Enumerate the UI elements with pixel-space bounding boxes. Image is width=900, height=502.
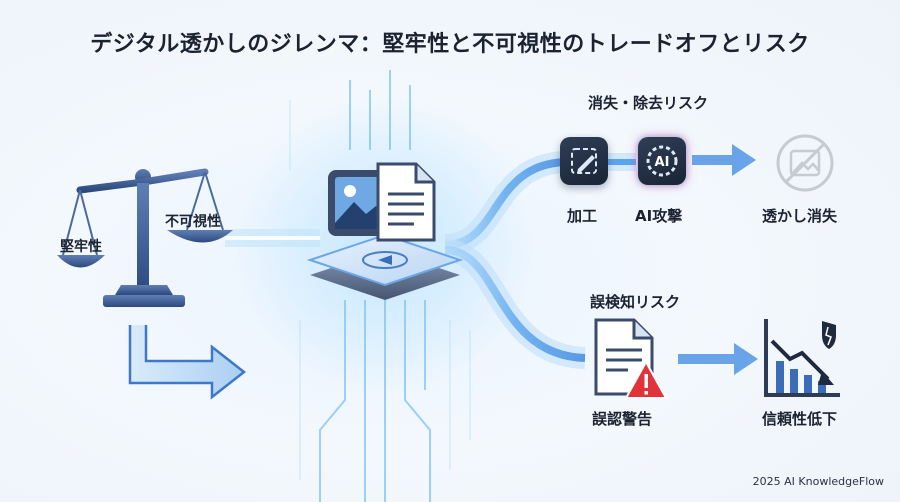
page-title: デジタル透かしのジレンマ：堅牢性と不可視性のトレードオフとリスク bbox=[90, 32, 810, 57]
arrow-right-icon bbox=[678, 343, 758, 375]
edit-icon bbox=[560, 137, 608, 185]
step-trust-decline-label: 信頼性低下 bbox=[762, 410, 838, 428]
step-edit-label: 加工 bbox=[567, 207, 598, 225]
footer-credit: 2025 AI KnowledgeFlow bbox=[752, 475, 884, 488]
platform-icon bbox=[306, 233, 464, 300]
false-detection-risk-heading: 誤検知リスク bbox=[590, 293, 681, 311]
step-ai-attack-label: AI攻撃 bbox=[635, 207, 683, 225]
scale-right-label: 不可視性 bbox=[165, 214, 221, 230]
document-warning-icon bbox=[594, 318, 668, 399]
turn-arrow-icon bbox=[128, 325, 247, 400]
ai-chip-icon: AI bbox=[638, 137, 686, 185]
balance-scale-icon bbox=[57, 168, 233, 307]
document-icon bbox=[376, 162, 436, 242]
scale-left-label: 堅牢性 bbox=[60, 239, 102, 255]
arrow-right-icon bbox=[692, 144, 756, 176]
ai-badge-text: AI bbox=[655, 155, 670, 170]
decline-chart-icon bbox=[764, 319, 840, 397]
step-watermark-lost-label: 透かし消失 bbox=[762, 207, 838, 225]
image-removed-icon bbox=[776, 134, 834, 192]
removal-risk-heading: 消失・除去リスク bbox=[588, 94, 709, 112]
step-false-alarm-label: 誤認警告 bbox=[592, 410, 653, 428]
